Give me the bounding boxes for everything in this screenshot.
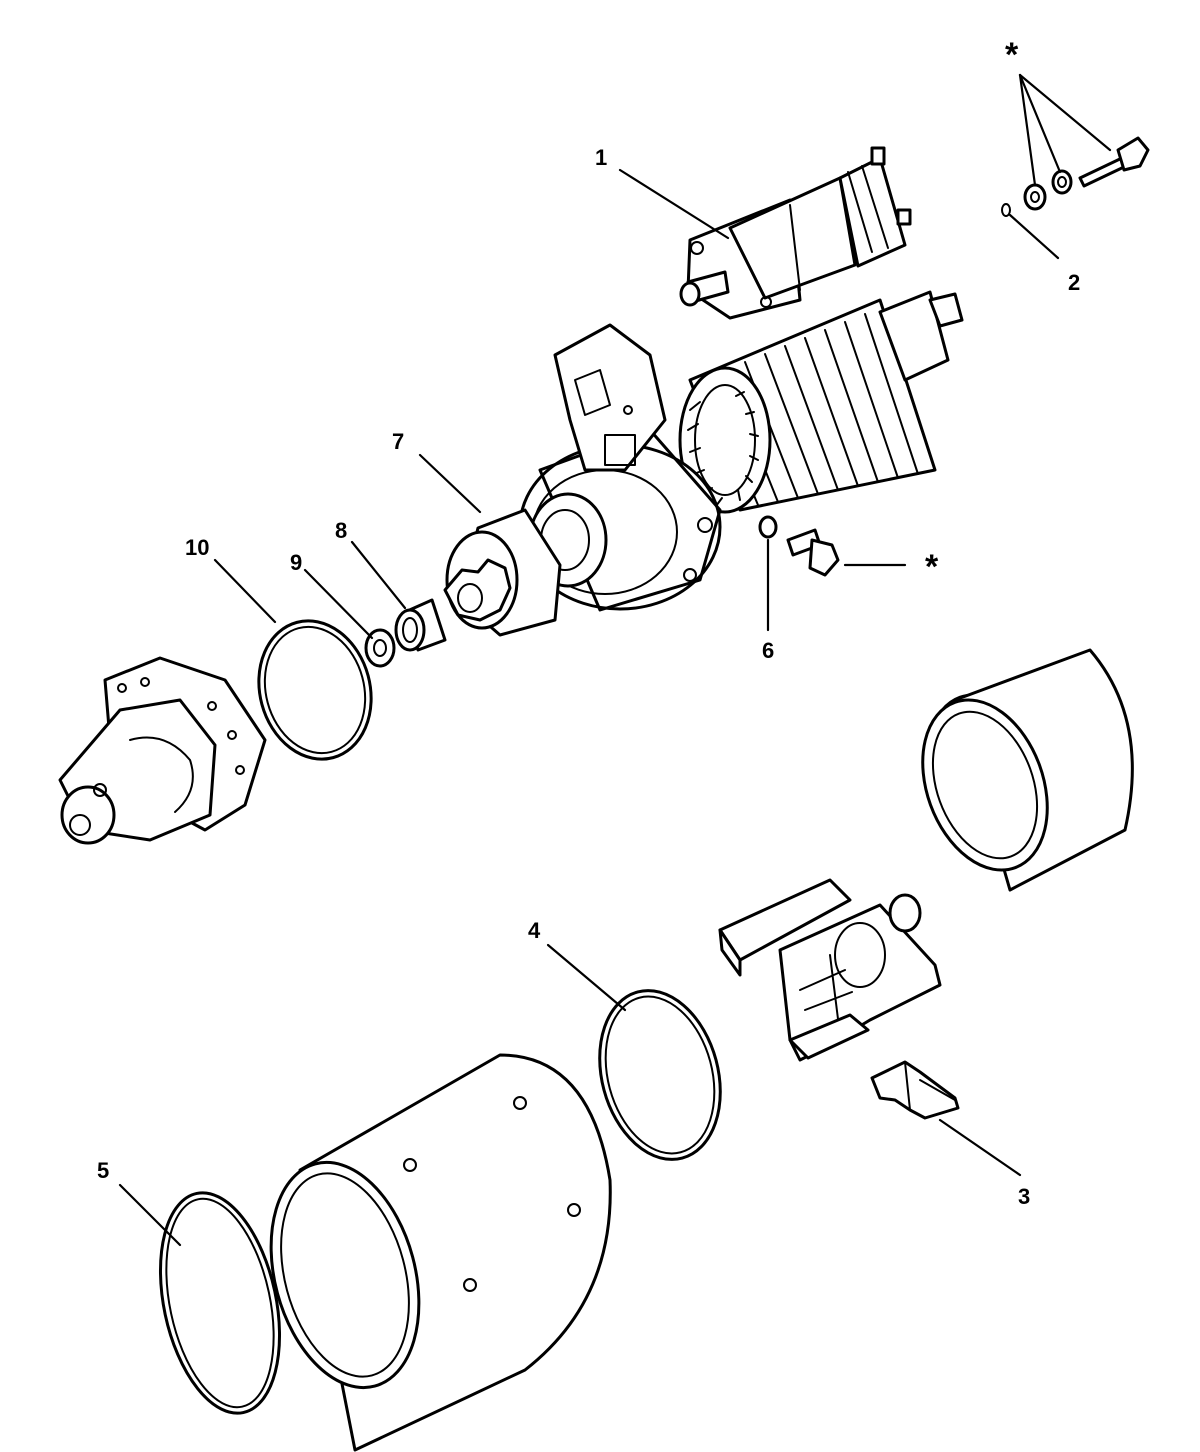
part-washer-and-bolt	[758, 515, 840, 577]
callout-6: 6	[762, 638, 775, 663]
callout-10: 10	[185, 535, 210, 560]
callout-3: 3	[1018, 1184, 1031, 1209]
part-armature-assembly	[518, 290, 964, 612]
callout-8: 8	[335, 518, 348, 543]
part-field-frame	[269, 1053, 612, 1452]
callout-star-middle: *	[925, 548, 939, 586]
callout-5: 5	[97, 1158, 110, 1183]
callout-4: 4	[528, 918, 541, 943]
part-nose-housing	[58, 656, 267, 845]
part-collar	[394, 598, 447, 652]
part-fastener-set-top	[1001, 136, 1150, 217]
part-o-ring-4	[598, 989, 722, 1161]
leader-lines	[118, 73, 1112, 1247]
part-brush-holder	[718, 878, 942, 1062]
part-pinion-drive	[443, 508, 562, 637]
part-frame-ring	[921, 648, 1134, 892]
part-solenoid	[679, 146, 912, 320]
part-o-ring-10	[257, 619, 373, 761]
callout-2: 2	[1068, 270, 1081, 295]
part-brush	[870, 1060, 960, 1120]
part-o-ring-5	[158, 1191, 282, 1415]
callout-star-top: *	[1005, 36, 1019, 74]
part-snap-ring	[364, 628, 396, 668]
callout-9: 9	[290, 550, 303, 575]
callout-1: 1	[595, 145, 608, 170]
callout-7: 7	[392, 429, 405, 454]
